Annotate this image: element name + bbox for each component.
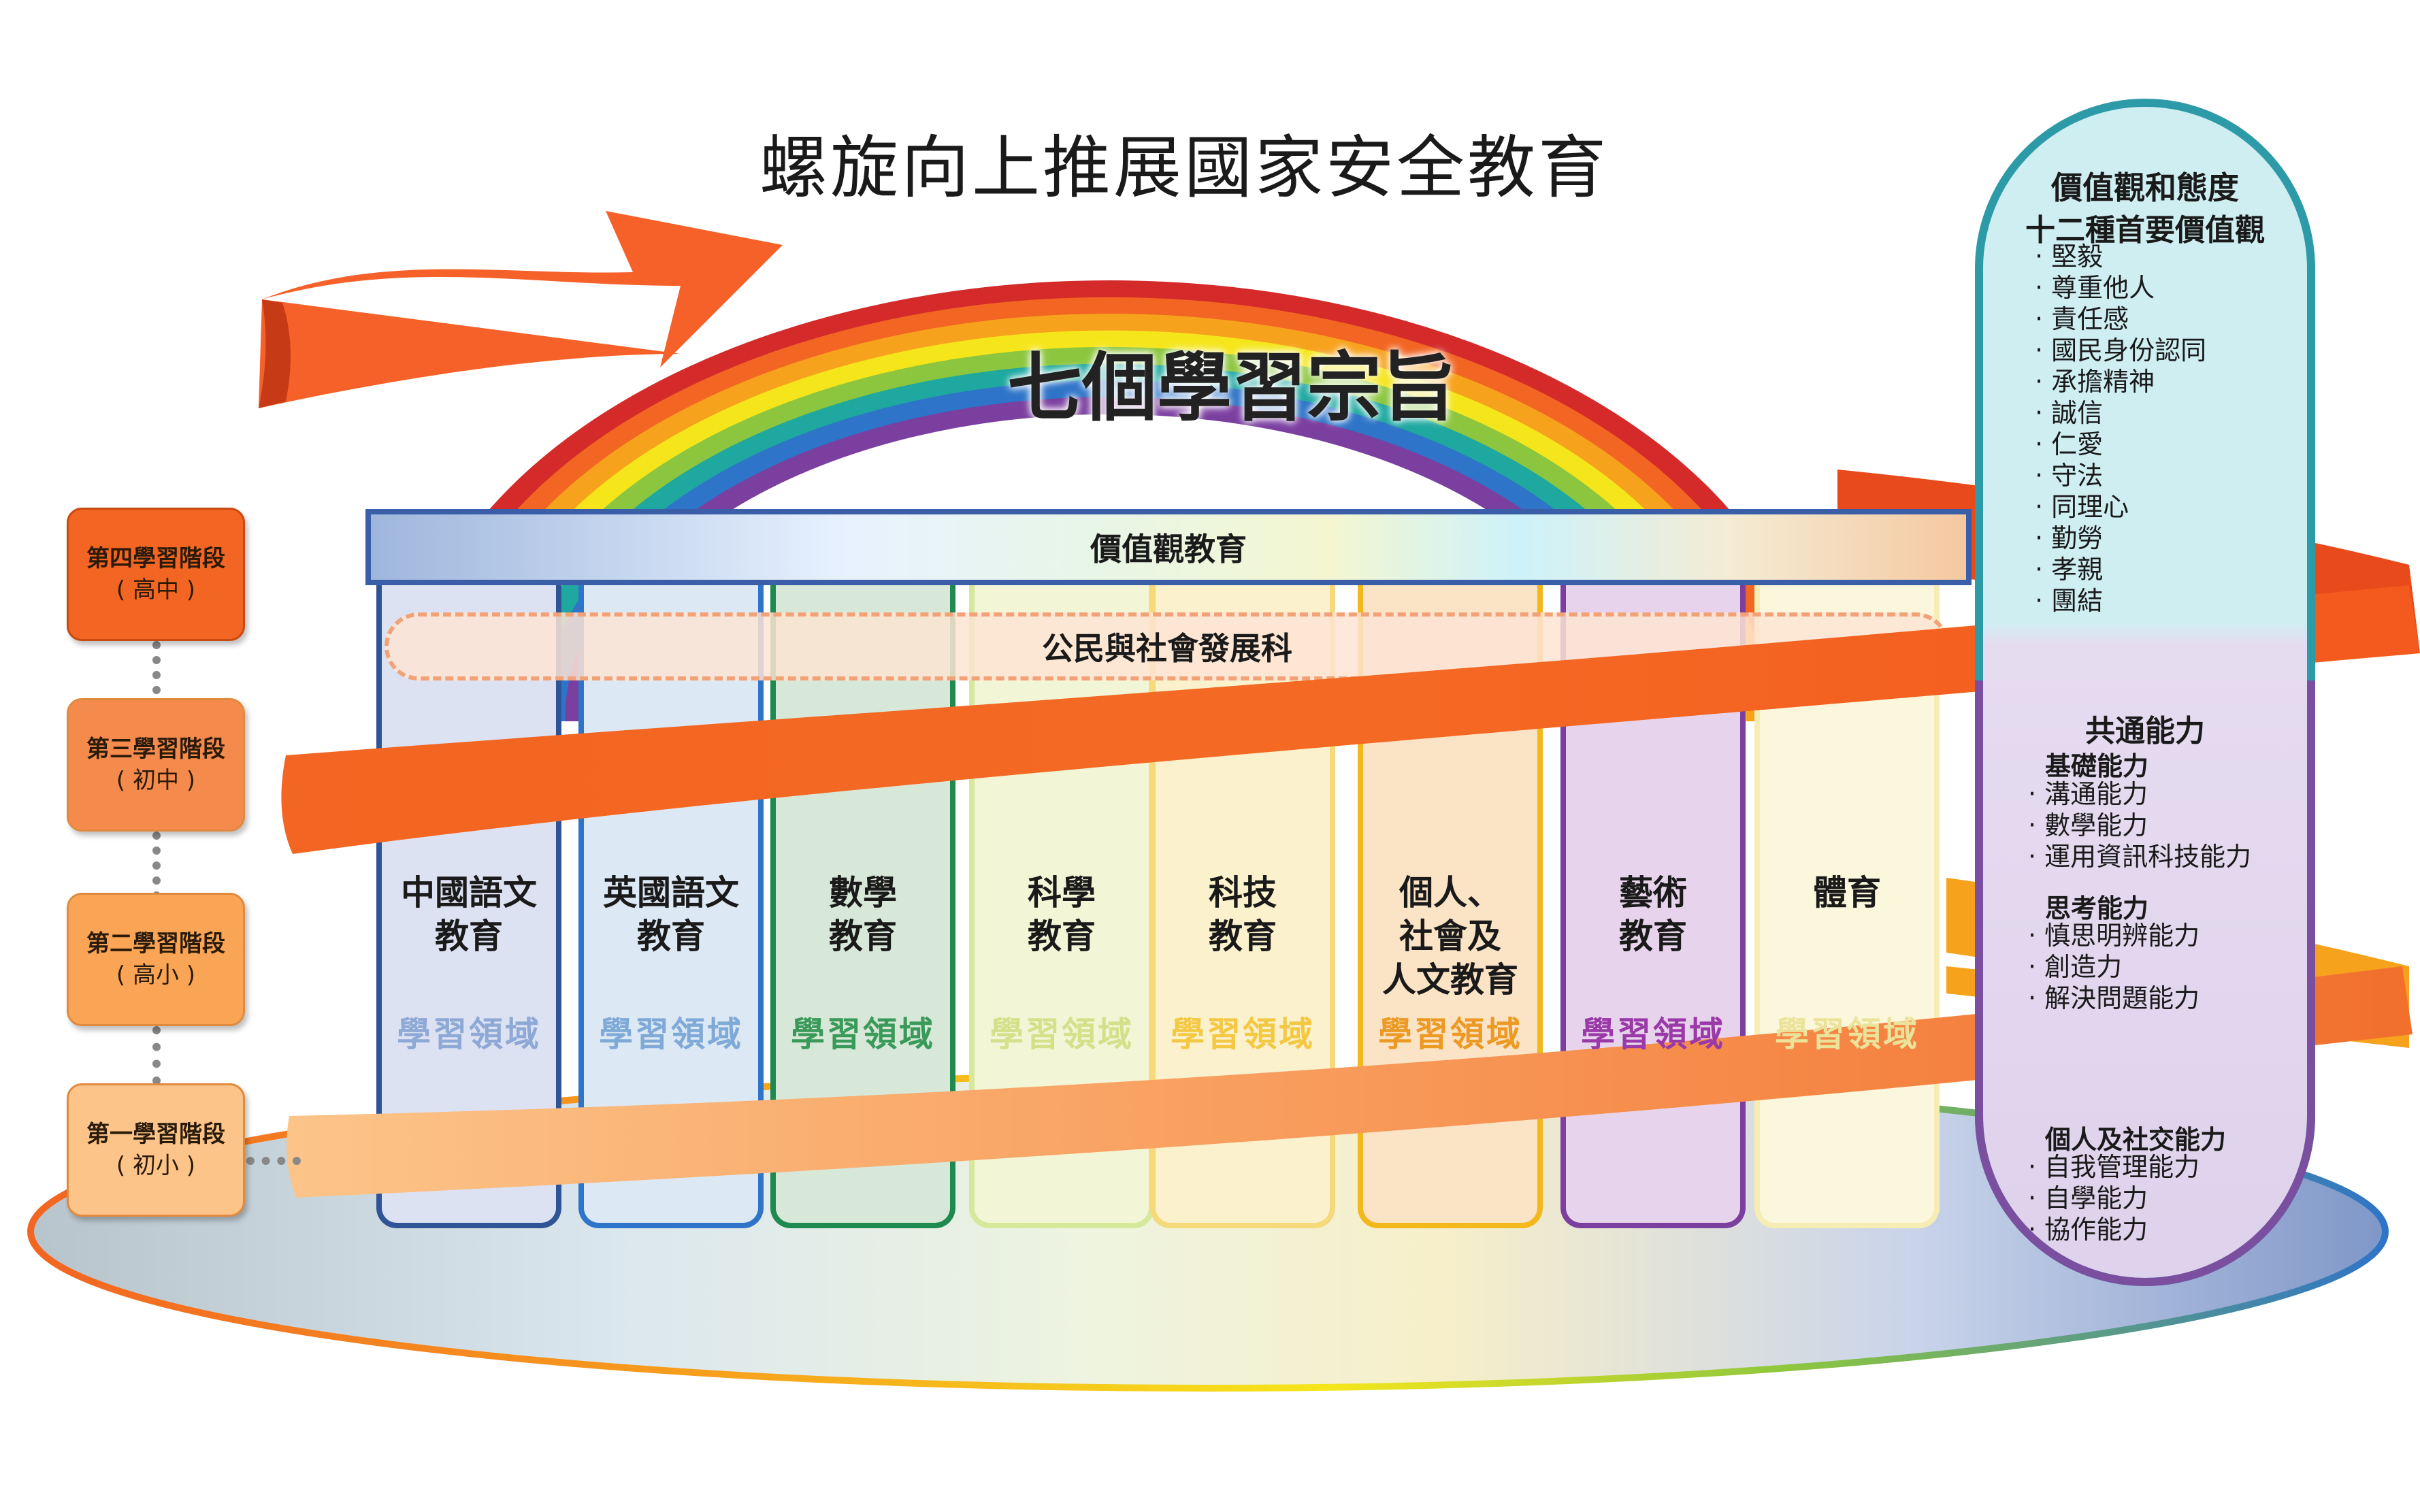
stage-2-level: ( 高小 ): [116, 962, 196, 989]
value-item: 責任感: [2035, 303, 2206, 335]
stage-connector-2: [152, 832, 161, 900]
kla-name: 中國語文教育: [376, 871, 561, 958]
spiral-arrow-top-underside: [259, 299, 291, 408]
civic-subject-label: 公民與社會發展科: [1042, 630, 1292, 667]
skill-item: 運用資訊科技能力: [2028, 841, 2251, 872]
stage-1-level: ( 初小 ): [116, 1152, 196, 1179]
kla-name-line: 藝術: [1619, 873, 1687, 913]
stage-connector-3: [152, 1026, 161, 1085]
kla-label: 學習領域: [397, 1015, 541, 1054]
skill-group-thinking: 思考能力: [2045, 893, 2149, 923]
kla-name: 科技教育: [1150, 871, 1335, 958]
diagram-title: 螺旋向上推展國家安全教育: [759, 128, 1609, 208]
skill-item: 解決問題能力: [2028, 983, 2200, 1014]
kla-name-line: 人文教育: [1382, 960, 1518, 1000]
values-education-bar: 價值觀教育: [365, 509, 1972, 585]
kla-name-line: 中國語文: [401, 873, 537, 913]
stage-connector-1: [152, 641, 161, 709]
value-item: 勤勞: [2035, 523, 2206, 554]
kla-name-line: 體育: [1813, 873, 1881, 913]
kla-name: 個人、社會及人文教育: [1358, 871, 1543, 1002]
kla-name-line: 教育: [829, 917, 897, 956]
skill-group-personal-social-list: 自我管理能力 自學能力 協作能力: [2028, 1151, 2200, 1245]
kla-name-line: 數學: [829, 873, 897, 913]
values-heading: 價值觀和態度: [2051, 169, 2239, 206]
kla-name-line: 教育: [637, 917, 705, 956]
kla-label: 學習領域: [1378, 1015, 1522, 1054]
kla-name-line: 教育: [1619, 917, 1687, 956]
skill-item: 自我管理能力: [2028, 1151, 2200, 1183]
kla-name: 科學教育: [969, 871, 1154, 958]
stage-3-name: 第三學習階段: [86, 736, 225, 763]
skill-item: 慎思明辨能力: [2028, 920, 2200, 951]
kla-label: 學習領域: [599, 1015, 743, 1054]
stage-1: 第一學習階段 ( 初小 ): [67, 1083, 245, 1217]
spiral-band-bottom: [287, 966, 2413, 1198]
kla-name-line: 英國語文: [603, 873, 739, 913]
value-item: 仁愛: [2035, 429, 2206, 460]
skill-item: 溝通能力: [2028, 778, 2251, 810]
value-item: 國民身份認同: [2035, 335, 2206, 366]
kla-name: 數學教育: [770, 871, 955, 958]
kla-label: 學習領域: [791, 1015, 935, 1054]
kla-name: 英國語文教育: [578, 871, 764, 958]
values-education-label: 價值觀教育: [1090, 531, 1247, 568]
kla-label: 學習領域: [1775, 1015, 1919, 1054]
value-item: 孝親: [2035, 554, 2206, 585]
kla-label: 學習領域: [1581, 1015, 1725, 1054]
stage-4-name: 第四學習階段: [86, 545, 225, 572]
stage-2: 第二學習階段 ( 高小 ): [67, 893, 245, 1026]
stage-1-name: 第一學習階段: [86, 1121, 225, 1148]
skill-item: 數學能力: [2028, 810, 2251, 841]
value-item: 守法: [2035, 460, 2206, 491]
value-item: 尊重他人: [2035, 272, 2206, 303]
stage-2-name: 第二學習階段: [86, 930, 225, 957]
stage-connector-horizontal: [246, 1157, 301, 1165]
kla-name-line: 教育: [435, 917, 503, 956]
kla-name-line: 科學: [1028, 873, 1096, 913]
skill-group-basic: 基礎能力: [2045, 751, 2149, 781]
seven-learning-aims: 七個學習宗旨: [1007, 344, 1456, 431]
kla-name-line: 社會及: [1399, 917, 1501, 956]
value-item: 同理心: [2035, 491, 2206, 523]
skill-group-personal-social: 個人及社交能力: [2045, 1125, 2227, 1155]
kla-label: 學習領域: [1171, 1015, 1315, 1054]
value-item: 堅毅: [2035, 241, 2206, 272]
stage-4-level: ( 高中 ): [116, 576, 196, 604]
skill-item: 自學能力: [2028, 1183, 2200, 1214]
kla-name: 藝術教育: [1560, 871, 1746, 958]
skill-group-thinking-list: 慎思明辨能力 創造力 解決問題能力: [2028, 920, 2200, 1014]
value-item: 誠信: [2035, 397, 2206, 429]
stage-3: 第三學習階段 ( 初中 ): [67, 698, 245, 832]
kla-label: 學習領域: [990, 1015, 1134, 1054]
skill-item: 協作能力: [2028, 1214, 2200, 1245]
spiral-band-upper: [281, 585, 2420, 854]
spiral-arrow-top: [259, 211, 783, 408]
value-item: 團結: [2035, 585, 2206, 617]
stage-3-level: ( 初中 ): [116, 767, 196, 794]
value-item: 承擔精神: [2035, 366, 2206, 397]
stage-4: 第四學習階段 ( 高中 ): [67, 508, 245, 641]
values-list: 堅毅 尊重他人 責任感 國民身份認同 承擔精神 誠信 仁愛 守法 同理心 勤勞 …: [2035, 241, 2206, 617]
skill-group-basic-list: 溝通能力 數學能力 運用資訊科技能力: [2028, 778, 2251, 872]
kla-name: 體育: [1754, 871, 1940, 915]
kla-name-line: 個人、: [1399, 873, 1501, 913]
kla-name-line: 教育: [1028, 917, 1096, 956]
generic-skills-heading: 共通能力: [2085, 714, 2205, 749]
kla-name-line: 教育: [1209, 917, 1277, 956]
kla-name-line: 科技: [1209, 873, 1277, 913]
skill-item: 創造力: [2028, 951, 2200, 983]
